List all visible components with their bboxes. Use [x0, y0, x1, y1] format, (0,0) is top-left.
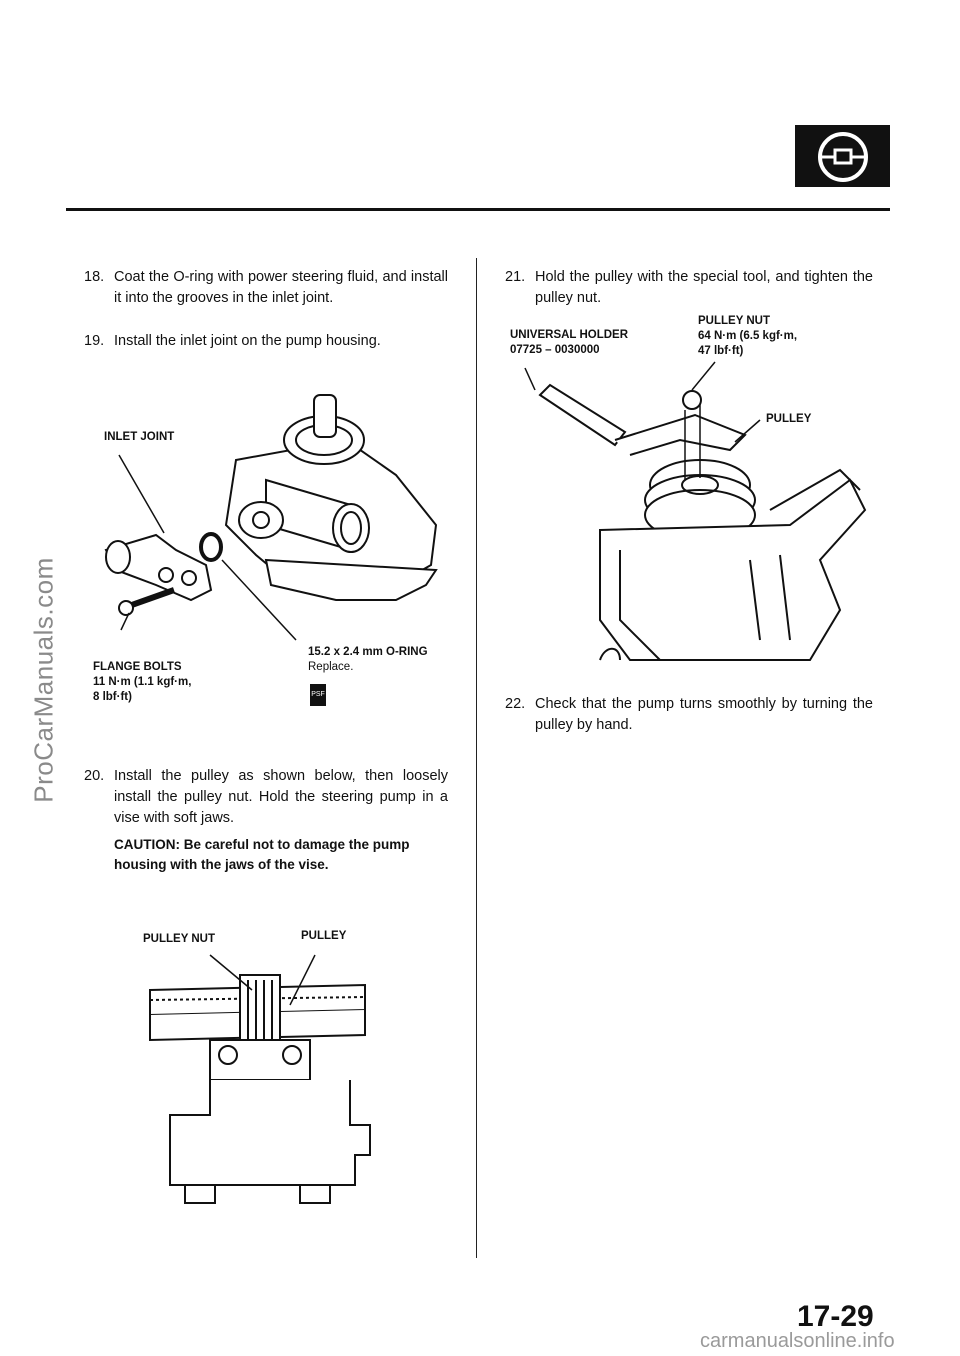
step-22: 22. Check that the pump turns smoothly b…	[505, 694, 873, 740]
step-number: 20.	[84, 768, 105, 784]
nut-torque: 64 N·m (6.5 kgf·m,	[698, 329, 798, 342]
psf-fluid-icon: PSF	[310, 684, 326, 706]
step-number: 21.	[505, 269, 526, 285]
step-20: 20. Install the pulley as shown below, t…	[84, 766, 448, 832]
footer-watermark: carmanualsonline.info	[700, 1330, 895, 1352]
o-ring-size: 15.2 x 2.4 mm O-RING	[308, 646, 428, 658]
nut-name: PULLEY NUT	[698, 315, 770, 327]
pulley-label: PULLEY	[301, 930, 347, 942]
pulley-nut-torque-label: PULLEY NUT 64 N·m (6.5 kgf·m, 47 lbf·ft)	[698, 314, 797, 359]
flange-bolts-label: FLANGE BOLTS 11 N·m (1.1 kgf·m, 8 lbf·ft…	[93, 660, 191, 705]
step-19: 19. Install the inlet joint on the pump …	[84, 331, 448, 355]
step-18: 18. Coat the O-ring with power steering …	[84, 267, 448, 313]
holder-part-number: 07725 – 0030000	[510, 343, 600, 356]
step-21: 21. Hold the pulley with the special too…	[505, 267, 873, 313]
flange-bolts-name: FLANGE BOLTS	[93, 661, 182, 673]
flange-bolts-torque: 11 N·m (1.1 kgf·m,	[93, 675, 192, 688]
nut-torque-ft: 47 lbf·ft)	[698, 344, 744, 357]
pulley-nut-label: PULLEY NUT	[143, 933, 215, 945]
page-number: 17-29	[797, 1300, 874, 1333]
column-divider	[476, 258, 477, 1258]
o-ring-label: 15.2 x 2.4 mm O-RING Replace.	[308, 645, 428, 675]
step-number: 22.	[505, 696, 526, 712]
watermark: ProCarManuals.com	[28, 557, 59, 803]
holder-tool-diagram	[524, 361, 867, 661]
pulley-section-diagram	[149, 954, 371, 1204]
step-text: Install the pulley as shown below, then …	[114, 768, 448, 827]
step-text: Hold the pulley with the special tool, a…	[535, 269, 873, 307]
pulley-label-right: PULLEY	[766, 413, 812, 425]
flange-bolts-torque-ft: 8 lbf·ft)	[93, 690, 132, 703]
step-text: Check that the pump turns smoothly by tu…	[535, 696, 873, 734]
caution-note: CAUTION: Be careful not to damage the pu…	[114, 837, 410, 873]
step-number: 18.	[84, 269, 105, 285]
step-text: Coat the O-ring with power steering flui…	[114, 269, 448, 307]
steering-wheel-icon	[795, 125, 890, 187]
header-rule	[66, 208, 890, 211]
holder-name: UNIVERSAL HOLDER	[510, 329, 628, 341]
step-text: Install the inlet joint on the pump hous…	[114, 333, 381, 349]
step-number: 19.	[84, 333, 105, 349]
inlet-joint-label: INLET JOINT	[104, 431, 175, 443]
o-ring-replace: Replace.	[308, 660, 354, 673]
universal-holder-label: UNIVERSAL HOLDER 07725 – 0030000	[510, 328, 628, 358]
inlet-joint-diagram	[104, 394, 438, 641]
